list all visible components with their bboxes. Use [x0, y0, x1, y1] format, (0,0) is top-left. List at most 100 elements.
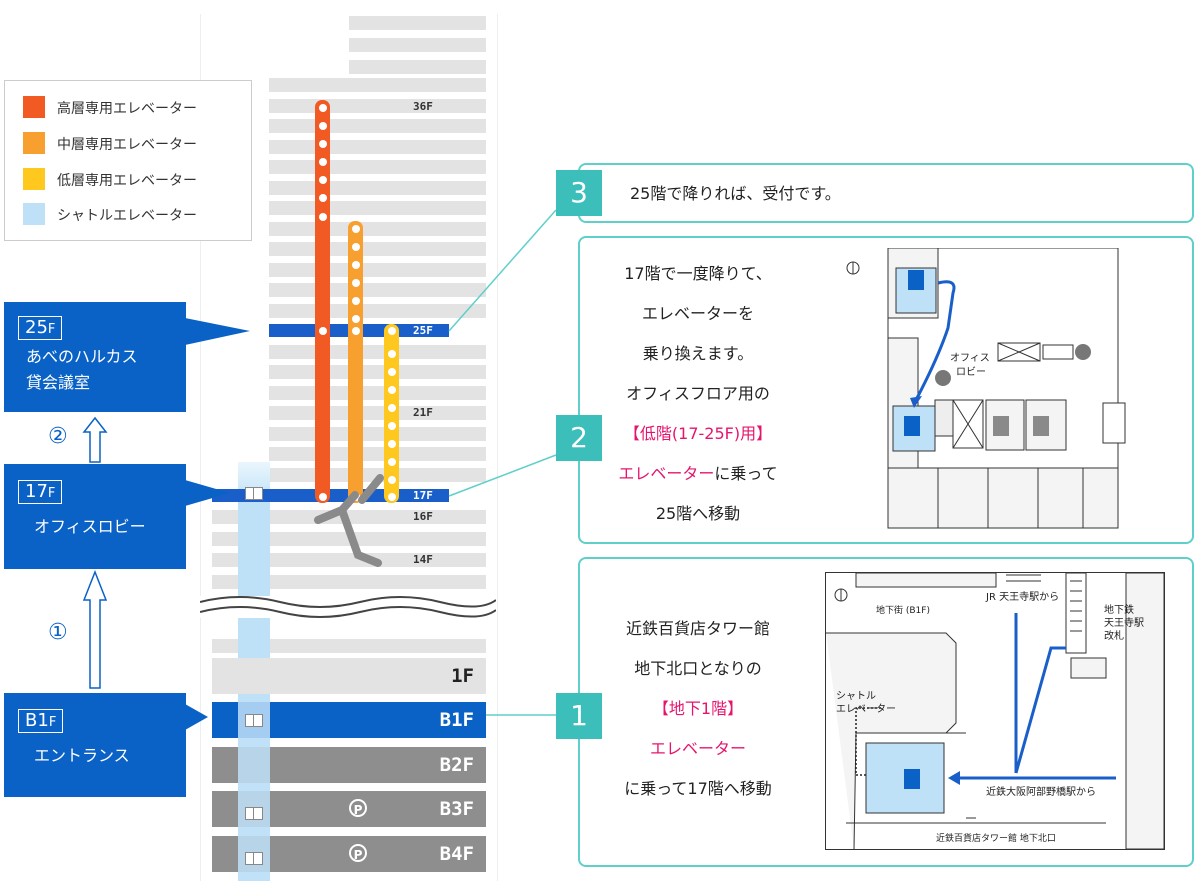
step-1-line-1: 近鉄百貨店タワー館 [625, 619, 770, 638]
elevator-stop-dot [387, 422, 396, 430]
floor-label-36: 36F [413, 100, 433, 113]
floor-17-map [846, 248, 1126, 529]
callout-25f: 25F あべのハルカス 貸会議室 [4, 302, 186, 412]
step-1-line-2: 地下北口となりの [634, 659, 762, 678]
elevator-door-icon [245, 714, 263, 727]
step-3-panel: 25階で降りれば、受付です。 [578, 163, 1194, 223]
elevator-stop-dot [387, 327, 396, 335]
legend-label: シャトルエレベーター [57, 208, 197, 224]
elevator-stop-dot [351, 279, 360, 287]
legend-label: 低層専用エレベーター [57, 173, 197, 189]
map-shuttle-label-1: シャトル [836, 691, 876, 702]
step-2-line-6-rest: に乗って [714, 464, 778, 483]
step-2-elevator-highlight: エレベーター [618, 464, 715, 483]
legend-label: 中層専用エレベーター [57, 137, 197, 153]
legend-swatch [23, 203, 45, 225]
elevator-door-icon [245, 487, 263, 500]
legend-swatch [23, 132, 45, 154]
elevator-stop-dot [318, 176, 327, 184]
floor-label-16: 16F [413, 510, 433, 523]
step-2-panel: 17階で一度降りて、 エレベーターを 乗り換えます。 オフィスフロア用の 【低階… [578, 236, 1194, 544]
floor-label-17: 17F [413, 489, 433, 502]
up-arrow-icon [82, 416, 108, 463]
elevator-stop-dot [387, 386, 396, 394]
elevator-door-icon [245, 807, 263, 820]
elevator-stop-dot [318, 327, 327, 335]
step-2-line-2: エレベーターを [641, 304, 754, 323]
callout-tag-suffix: F [48, 715, 57, 730]
step-1-number: 1 [556, 693, 602, 739]
elevator-stop-dot [351, 261, 360, 269]
step-1-line-3: 【地下1階】 [652, 699, 744, 718]
callout-25f-line2: 貸会議室 [26, 373, 91, 392]
elevator-stop-dot [387, 440, 396, 448]
step-2-line-7: 25階へ移動 [655, 504, 741, 523]
shuttle-shaft-lower [238, 702, 270, 881]
callout-17f-tag: 17F [18, 480, 63, 504]
floor-label-b2f: B2F [439, 754, 474, 776]
map-lobby-label-1: オフィス [950, 353, 990, 364]
callout-b1f-line1: エントランス [34, 746, 130, 765]
elevator-stop-dot [318, 493, 327, 501]
elevator-stop-dot [318, 158, 327, 166]
elevator-stop-dot [387, 493, 396, 501]
map-shuttle-label-2: エレベーター [836, 704, 896, 715]
floor-label-21: 21F [413, 406, 433, 419]
callout-pointers [185, 318, 250, 730]
elevator-stop-dot [351, 297, 360, 305]
step-2-text: 17階で一度降りて、 エレベーターを 乗り換えます。 オフィスフロア用の 【低階… [600, 254, 796, 534]
map-subway-label-2: 天王寺駅 [1104, 618, 1144, 629]
step-1-panel: 近鉄百貨店タワー館 地下北口となりの 【地下1階】 エレベーター に乗って17階… [578, 557, 1194, 867]
floor-label-1f: 1F [451, 665, 474, 687]
step-2-line-6: エレベーターに乗って [600, 454, 796, 494]
callout-25f-line1: あべのハルカス [26, 347, 138, 366]
floor-stripe [349, 16, 486, 30]
elevator-stop-dot [351, 225, 360, 233]
floor-stripe [349, 38, 486, 52]
elevator-door-icon [245, 852, 263, 865]
step-2-line-4: オフィスフロア用の [626, 384, 770, 403]
floor-stripe [349, 60, 486, 74]
elevator-stop-dot [318, 140, 327, 148]
step-1-text: 近鉄百貨店タワー館 地下北口となりの 【地下1階】 エレベーター に乗って17階… [600, 609, 796, 809]
elevator-stop-dot [318, 213, 327, 221]
floor-stripe [212, 553, 486, 567]
floor-1f: 1F [212, 658, 486, 694]
legend-label: 高層専用エレベーター [57, 101, 197, 117]
elevator-stop-dot [318, 122, 327, 130]
elevator-stop-dot [318, 104, 327, 112]
step-2-line-1: 17階で一度降りて、 [624, 264, 772, 283]
elevator-stop-dot [387, 350, 396, 358]
legend: 高層専用エレベーター 中層専用エレベーター 低層専用エレベーター シャトルエレベ… [4, 80, 252, 241]
callout-b1f-tag: B1F [18, 709, 64, 733]
step-1-line-5: に乗って17階へ移動 [624, 779, 772, 798]
legend-swatch [23, 168, 45, 190]
floor-omission-break [200, 596, 496, 618]
callout-17f-line1: オフィスロビー [34, 517, 146, 536]
map-jr-label: JR 天王寺駅から [986, 592, 1060, 603]
elevator-stop-dot [387, 368, 396, 376]
floor-label-25: 25F [413, 324, 433, 337]
callout-tag-number: 17 [25, 481, 48, 502]
parking-icon: P [349, 844, 367, 862]
map-exit-label: 近鉄百貨店タワー館 地下北口 [936, 834, 1056, 844]
floor-stripe [212, 510, 486, 524]
b1f-map: 地下街 (B1F) JR 天王寺駅から 地下鉄 天王寺駅 改札 シャトル エレベ… [825, 572, 1165, 850]
floor-stripe [212, 574, 486, 589]
floor-stripe [269, 78, 486, 92]
map-subway-label-3: 改札 [1104, 631, 1124, 642]
escalator-icon [314, 474, 384, 567]
map-underground-label: 地下街 (B1F) [876, 606, 930, 616]
floor-label-14: 14F [413, 553, 433, 566]
step-1-label: ① [48, 620, 68, 645]
elevator-stop-dot [351, 243, 360, 251]
up-arrow-icon [82, 570, 108, 689]
parking-icon: P [349, 799, 367, 817]
floor-stripe [212, 639, 486, 653]
step-3-text: 25階で降りれば、受付です。 [630, 184, 841, 203]
callout-17f: 17F オフィスロビー [4, 464, 186, 569]
elevator-stop-dot [351, 327, 360, 335]
callout-tag-number: 25 [25, 317, 48, 338]
callout-25f-tag: 25F [18, 316, 63, 340]
step-1-line-4: エレベーター [649, 739, 746, 758]
